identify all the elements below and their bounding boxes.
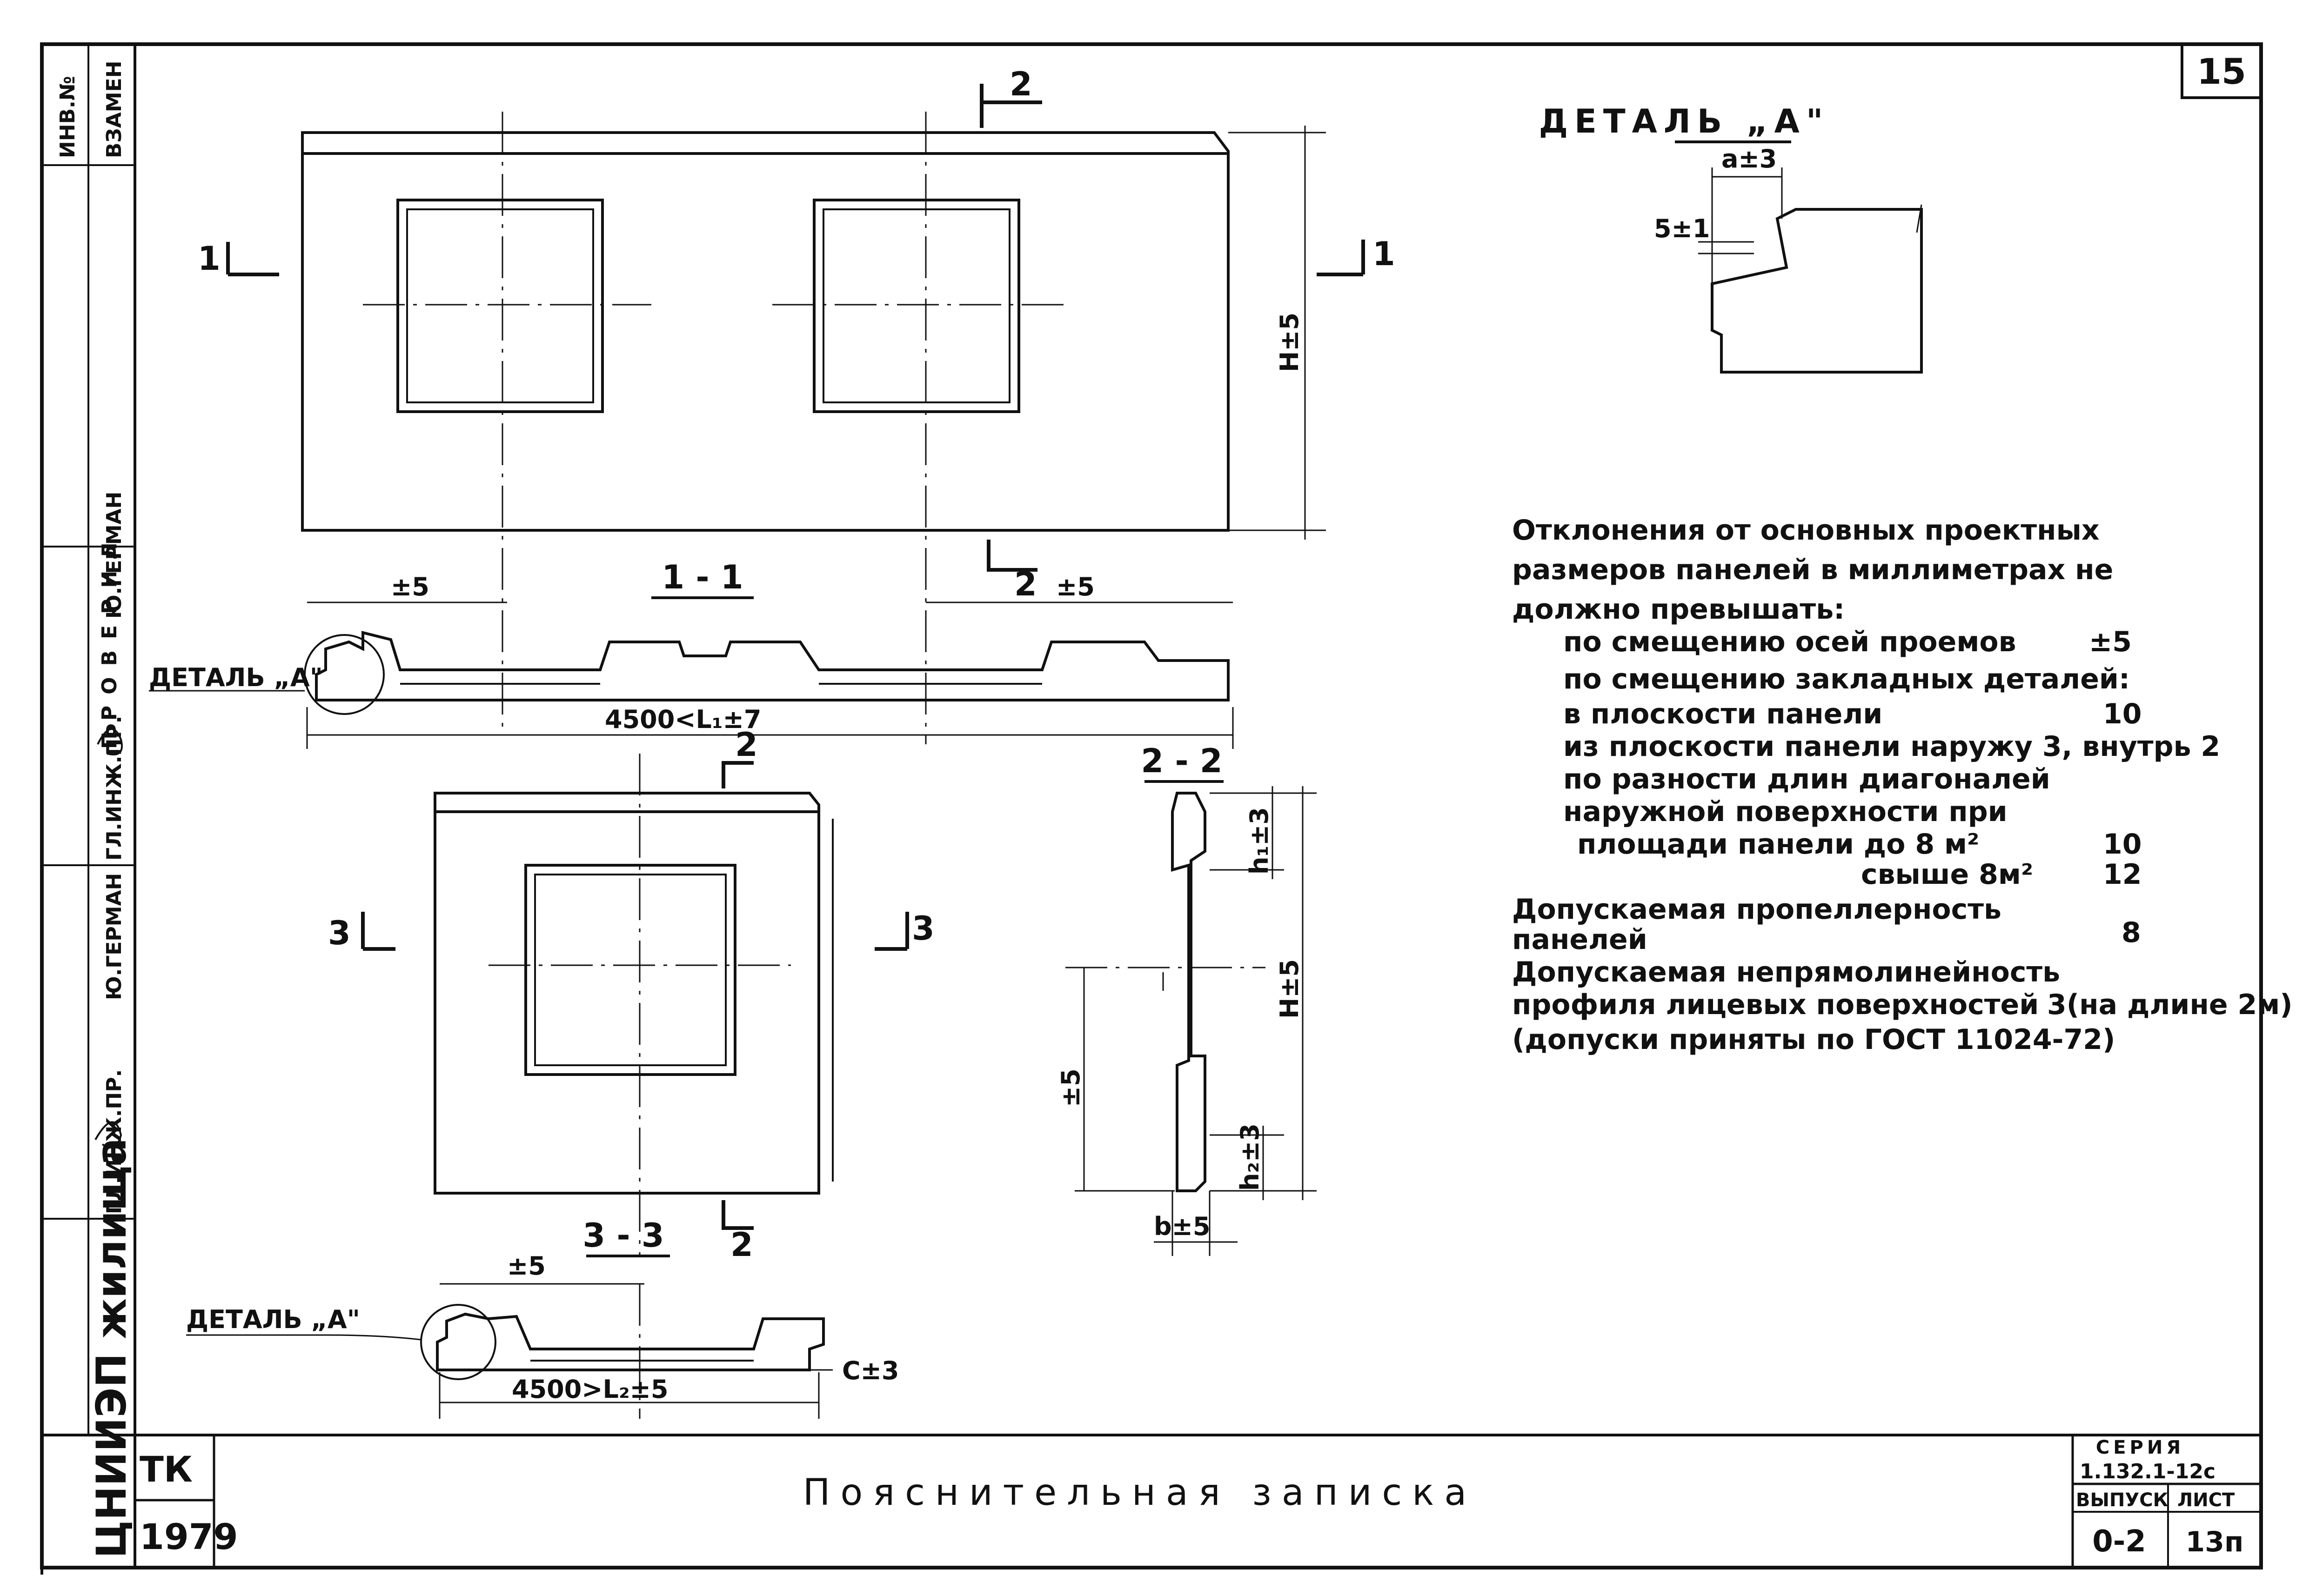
section-2-2-h2-dim: h₂±3 [1235,1123,1265,1191]
section-mark-3-right: 3 [912,909,935,948]
notes-row-3-value: 10 [2103,698,2142,730]
section-2-2-h-dim: H±5 [1275,959,1304,1019]
detail-label-1: ДЕТАЛЬ „А" [149,663,323,692]
notes-row-7: площади панели до 8 м² [1577,828,1979,861]
tolerance-notes: Отклонения от основных проектных размеро… [1512,514,2293,1056]
signature-1 [97,728,123,755]
notes-row-10: панелей [1512,923,1647,956]
section-2-2: 2 - 2 h₁±3 H±5 h₂±3 ±5 b±5 [1056,742,1317,1256]
section-mark-3-left: 3 [328,914,351,952]
detail-a: ДЕТАЛЬ „А" а±3 5±1 [1539,102,1923,374]
issue-value: 0-2 [2092,1524,2146,1559]
notes-row-9: Допускаемая пропеллерность [1512,893,2001,926]
notes-heading-1: Отклонения от основных проектных [1512,514,2100,547]
side-organization: ЦНИИЭП жилища [87,1138,135,1558]
notes-row-13: (допуски приняты по ГОСТ 11024-72) [1512,1023,2115,1056]
section-2-2-dim-left: ±5 [1056,1068,1085,1107]
notes-row-7-value: 10 [2103,828,2142,861]
notes-row-2: по смещению закладных деталей: [1563,663,2130,695]
stamp-year: 1979 [140,1516,238,1557]
section-mark-2-bottom-panel-3: 2 [730,1226,753,1264]
panel-1-elevation: H±5 1 1 2 2 [198,65,1395,744]
notes-row-3: в плоскости панели [1563,698,1882,730]
notes-row-4: из плоскости панели наружу 3, внутрь 2 [1563,730,2220,763]
notes-row-11: Допускаемая непрямолинейность [1512,956,2060,988]
notes-heading-2: размеров панелей в миллиметрах не [1512,554,2113,586]
section-mark-2-top: 2 [1010,65,1032,103]
notes-row-5: по разности длин диагоналей [1563,763,2050,795]
section-mark-1-left: 1 [198,240,221,278]
issue-label: ВЫПУСК [2076,1489,2168,1511]
notes-row-8: свыше 8м² [1861,858,2033,891]
section-mark-2-bottom: 2 [1014,565,1037,603]
side-chief-engineer: ГЛ.ИНЖ.ПР. [102,716,126,861]
section-3-3: 3 - 3 ±5 4500>L₂±5 С±3 ДЕТАЛЬ „А" [186,1216,899,1419]
detail-a-title: ДЕТАЛЬ „А" [1539,102,1830,140]
section-1-1: 1 - 1 ±5 ±5 4500<L₁±7 ДЕТАЛЬ „А" [149,558,1234,749]
section-3-3-title: 3 - 3 [582,1216,664,1255]
section-3-3-length-dim: 4500>L₂±5 [512,1375,668,1404]
notes-row-12: профиля лицевых поверхностей [1512,988,2039,1021]
detail-a-5-dim: 5±1 [1654,214,1710,243]
page-number: 15 [2197,51,2246,92]
section-3-3-dim: ±5 [507,1251,546,1281]
notes-row-10-value: 8 [2122,916,2141,949]
section-1-1-dim-right: ±5 [1056,572,1095,601]
signature-2 [94,1121,122,1149]
side-checked: ПРОВЕРИЛ [98,531,121,749]
side-vzamen: ВЗАМЕН [102,60,126,158]
side-stamp-block: ИНВ.№ ВЗАМЕН ПРОВЕРИЛ Ю.ГЕРМАН ГЛ.ИНЖ.ПР… [42,44,135,1558]
section-mark-2-top-panel-3: 2 [735,726,758,764]
list-value: 13п [2186,1526,2244,1558]
detail-a-a-dim: а±3 [1721,144,1777,174]
series-value: 1.132.1-12с [2080,1460,2215,1483]
series-label: СЕРИЯ [2096,1437,2184,1458]
section-1-1-title: 1 - 1 [662,558,743,596]
section-2-2-h1-dim: h₁±3 [1245,807,1274,875]
side-name-2: Ю.ГЕРМАН [102,873,126,1000]
side-chief-engineer-2: ГЛ.ИНЖ.ПР. [102,1069,126,1214]
section-1-1-length-dim: 4500<L₁±7 [605,705,761,734]
notes-row-8-value: 12 [2103,858,2142,891]
section-3-3-c-dim: С±3 [842,1356,899,1385]
detail-label-2: ДЕТАЛЬ „А" [186,1305,360,1334]
list-label: ЛИСТ [2177,1489,2235,1511]
sheet-title: Пояснительная записка [803,1472,1477,1514]
sheet-frame [40,42,2263,1575]
panel-1-height-dim: H±5 [1275,313,1304,372]
side-checked-name: Ю.ГЕРМАН [102,492,126,619]
notes-row-6: наружной поверхности при [1563,795,2008,828]
section-mark-1-right: 1 [1372,235,1395,273]
notes-heading-3: должно превышать: [1512,593,1845,626]
notes-row-1: по смещению осей проемов [1563,626,2016,658]
panel-3-elevation: 3 3 2 2 [328,726,935,1264]
section-2-2-title: 2 - 2 [1141,742,1222,780]
section-1-1-dim-left: ±5 [391,572,429,601]
stamp-code: ТК [140,1449,193,1490]
notes-row-12-value: 3(на длине 2м) [2047,988,2293,1021]
notes-row-1-value: ±5 [2089,626,2132,658]
side-inv-no: ИНВ.№ [56,76,80,158]
section-2-2-b-dim: b±5 [1154,1212,1210,1241]
